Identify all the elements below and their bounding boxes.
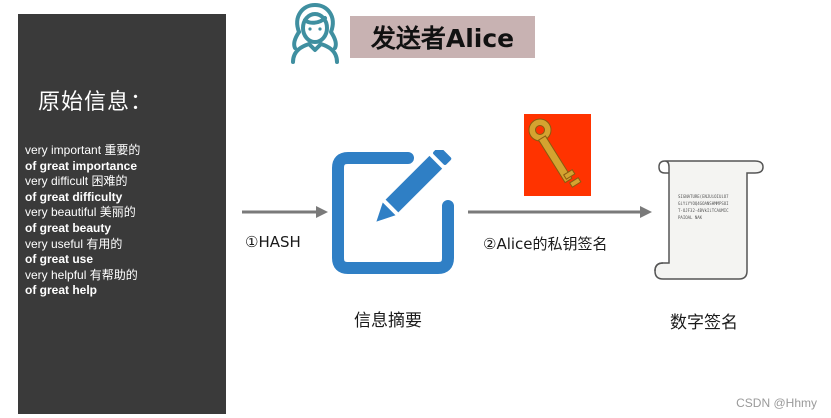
phrase-item: very important 重要的	[25, 143, 141, 157]
phrase-item: very difficult 困难的	[25, 174, 128, 189]
phrase-item: very useful 有用的	[25, 236, 123, 251]
person-icon	[291, 3, 339, 64]
phrase-item: of great beauty	[25, 220, 112, 235]
sender-label: 发送者Alice	[370, 24, 515, 53]
key-icon	[528, 118, 582, 188]
scroll-icon	[654, 160, 764, 280]
phrase-item: very beautiful 美丽的	[25, 205, 136, 220]
phrase-item: of great use	[25, 252, 94, 267]
phrase-item: of great difficulty	[25, 189, 123, 204]
private-key-box	[524, 114, 591, 196]
signature-text-line: T-OJF32-4BVkIiTCAUMIC	[678, 208, 729, 213]
phrase-item: very helpful 有帮助的	[25, 267, 138, 282]
signature-label: 数字签名	[670, 313, 738, 333]
watermark: CSDN @Hhmy	[736, 396, 817, 410]
hash-arrow	[242, 206, 328, 218]
hash-step-label: ①HASH	[245, 233, 301, 251]
phrase-item: of great help	[25, 283, 98, 298]
sign-step-label: ②Alice的私钥签名	[483, 235, 608, 253]
sign-arrow	[468, 206, 652, 218]
phrase-item: of great importance	[25, 158, 138, 173]
sender-label-box: 发送者Alice	[350, 16, 535, 58]
panel-title: 原始信息：	[38, 90, 154, 115]
signature-text-line: GiYiYYOQ4GOANSHMMPSOI	[678, 201, 729, 206]
edit-icon	[332, 150, 454, 274]
original-message-panel	[18, 14, 226, 414]
signature-text-line: PAIOAL NAK	[678, 215, 703, 220]
digest-label: 信息摘要	[354, 311, 422, 331]
signature-text-line: SIGNATURE(ENJUiOIUiO7	[678, 194, 729, 199]
